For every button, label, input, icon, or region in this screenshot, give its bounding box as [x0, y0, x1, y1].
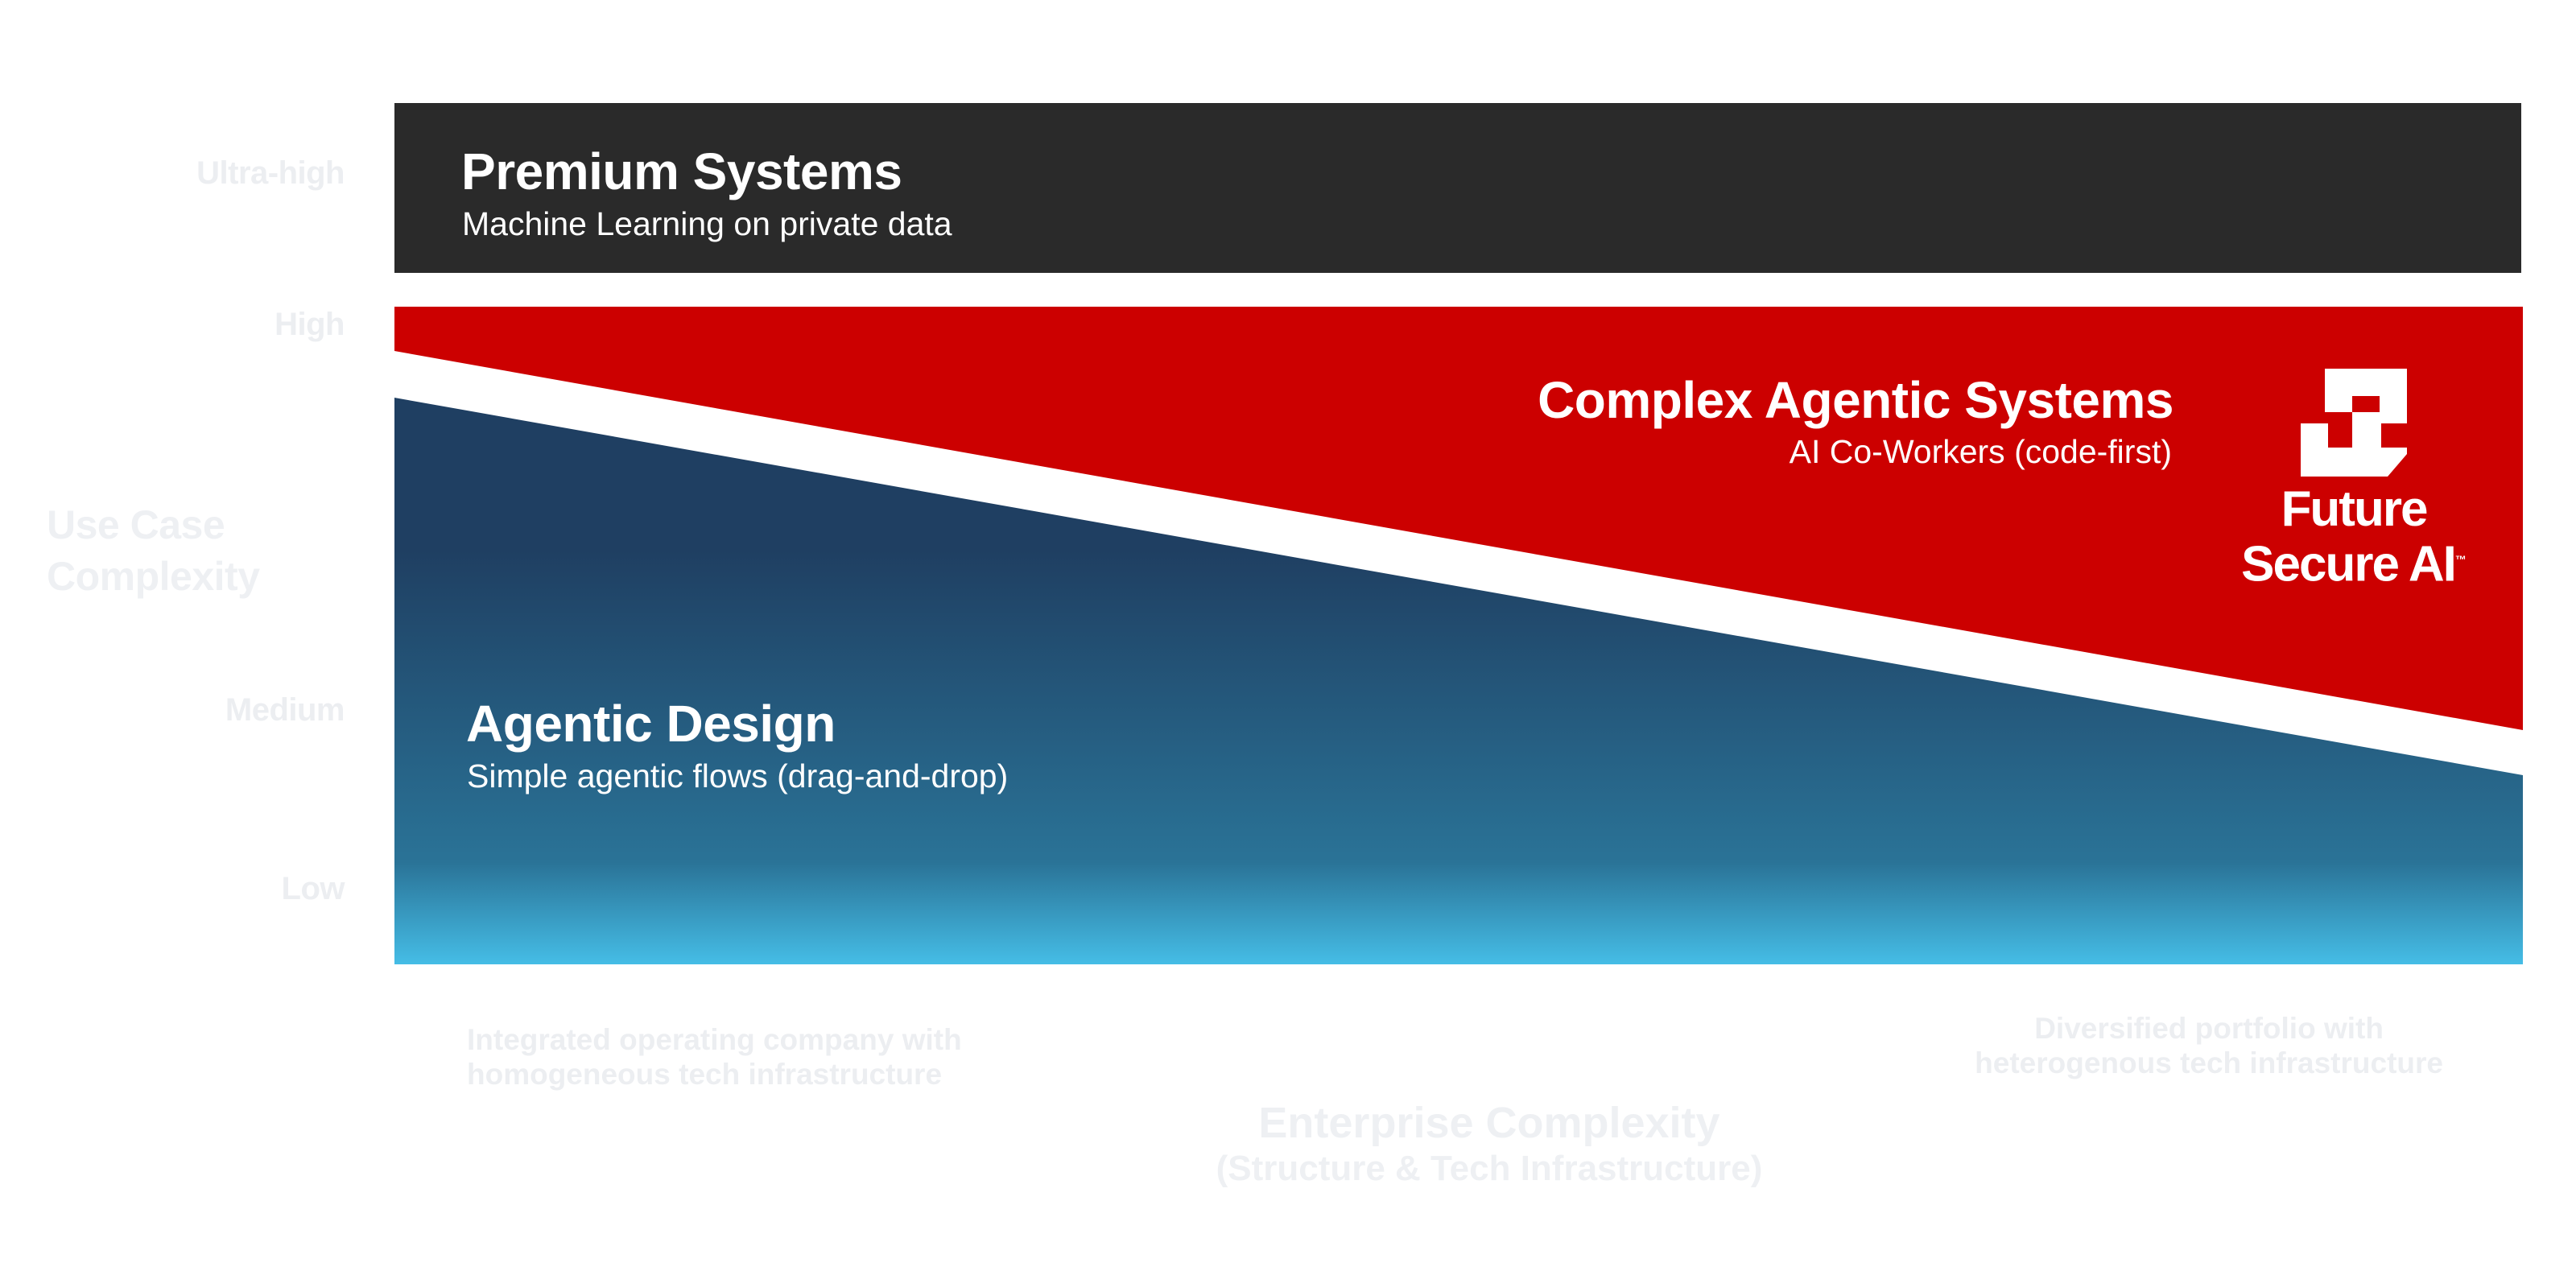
y-level-medium: Medium [225, 692, 345, 728]
y-axis-title: Use Case Complexity [47, 499, 260, 602]
trademark-symbol: ™ [2454, 553, 2467, 566]
future-secure-ai-logo-icon [2301, 369, 2407, 477]
premium-systems-band [394, 103, 2521, 273]
agentic-design-subtitle: Simple agentic flows (drag-and-drop) [467, 757, 1009, 794]
complex-agentic-systems-subtitle: AI Co-Workers (code-first) [1789, 433, 2172, 470]
logo-line1: Future [2281, 481, 2429, 537]
complex-agentic-systems-title: Complex Agentic Systems [1538, 371, 2174, 429]
premium-systems-subtitle: Machine Learning on private data [462, 205, 952, 242]
x-label-right-line2: heterogenous tech infrastructure [1975, 1046, 2443, 1079]
y-level-low: Low [281, 871, 345, 906]
premium-systems-title: Premium Systems [461, 142, 902, 200]
logo-line2: Secure AI™ [2241, 536, 2467, 592]
x-label-right-line1: Diversified portfolio with [2034, 1012, 2384, 1045]
y-axis-title-line2: Complexity [47, 554, 260, 599]
agentic-design-band [394, 398, 2523, 964]
x-axis-subtitle: (Structure & Tech Infrastructure) [1216, 1149, 1763, 1188]
x-axis-title: Enterprise Complexity [1258, 1099, 1720, 1147]
x-label-left: Integrated operating company with homoge… [467, 1022, 962, 1092]
agentic-design-title: Agentic Design [466, 695, 836, 753]
x-label-left-line1: Integrated operating company with [467, 1023, 962, 1056]
y-level-high: High [275, 307, 345, 342]
complex-agentic-systems-band [394, 307, 2523, 730]
y-axis-title-line1: Use Case [47, 502, 225, 547]
x-label-right: Diversified portfolio with heterogenous … [1975, 1011, 2443, 1080]
future-secure-ai-logo-text: Future Secure AI™ [2215, 485, 2492, 590]
y-level-ultra-high: Ultra-high [196, 155, 345, 191]
x-label-left-line2: homogeneous tech infrastructure [467, 1058, 943, 1091]
